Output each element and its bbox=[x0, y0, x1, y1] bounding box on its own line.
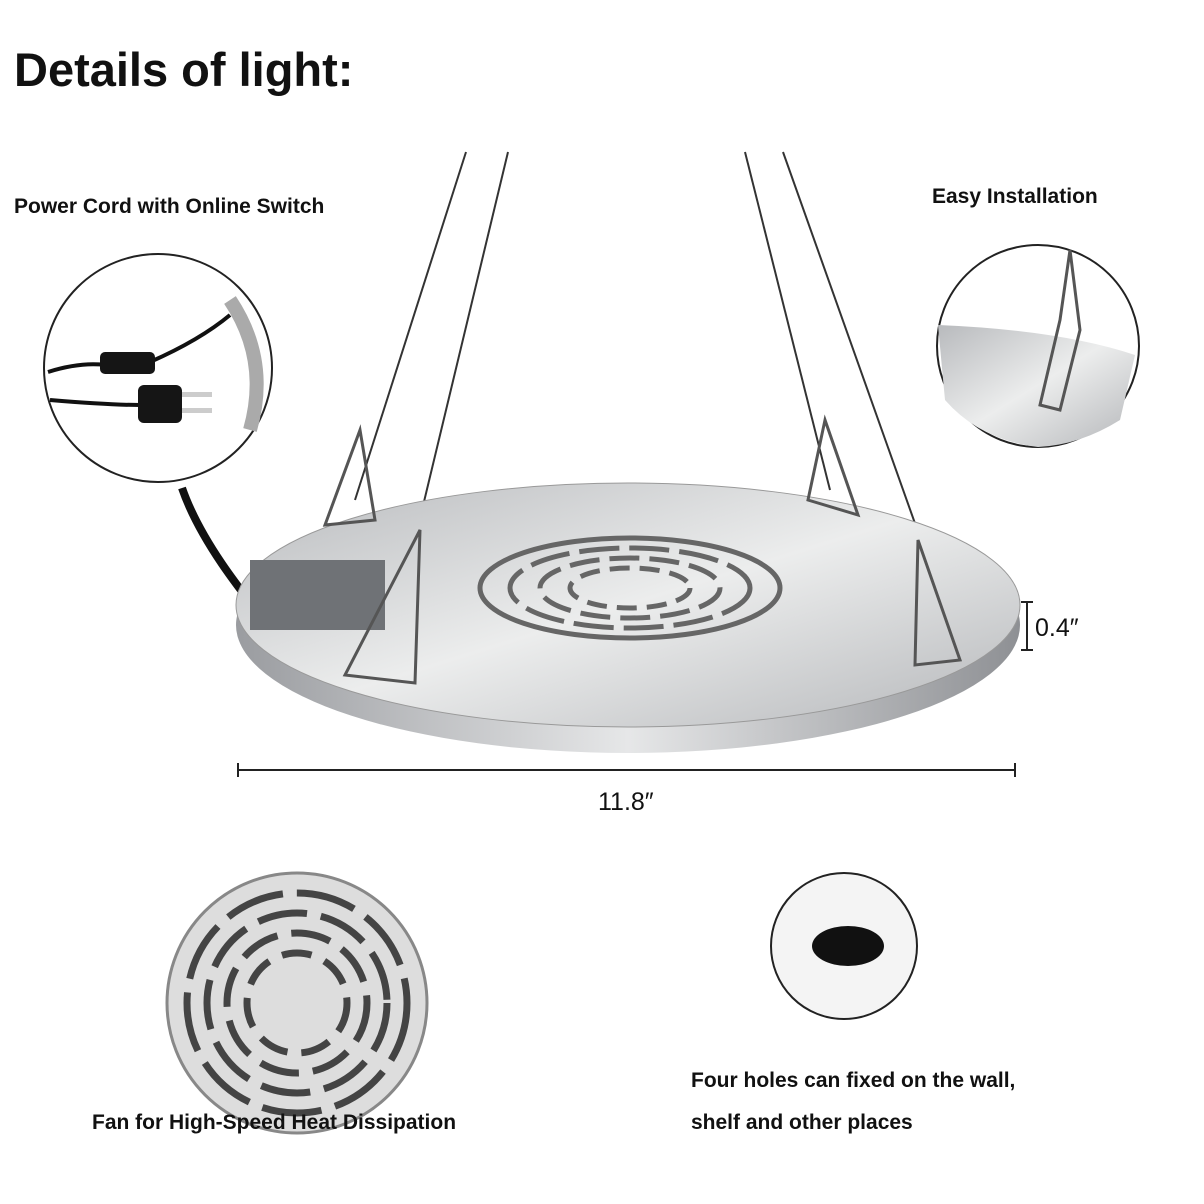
hanging-wires bbox=[354, 151, 929, 561]
holes-label-line1: Four holes can fixed on the wall, bbox=[691, 1069, 1016, 1092]
holes-label-line2: shelf and other places bbox=[691, 1111, 913, 1134]
fan-grille bbox=[477, 535, 783, 641]
width-dimension bbox=[237, 763, 1016, 777]
fan-label: Fan for High-Speed Heat Dissipation bbox=[92, 1111, 457, 1134]
hanger-clips bbox=[322, 414, 963, 685]
easy-installation-label: Easy Installation bbox=[932, 185, 1098, 208]
power-cord-detail bbox=[43, 253, 273, 483]
fan-detail bbox=[165, 871, 429, 1135]
height-dimension bbox=[1021, 601, 1033, 651]
mounting-hole-icon bbox=[812, 926, 884, 966]
width-label: 11.8″ bbox=[598, 788, 654, 816]
height-label: 0.4″ bbox=[1035, 614, 1079, 642]
power-cord-label: Power Cord with Online Switch bbox=[14, 195, 325, 218]
installation-detail bbox=[936, 244, 1140, 448]
spec-label bbox=[250, 560, 385, 630]
light-panel bbox=[235, 414, 1021, 753]
plug-icon bbox=[138, 385, 182, 423]
page-title: Details of light: bbox=[14, 43, 354, 96]
hole-detail bbox=[770, 872, 918, 1020]
switch-icon bbox=[100, 352, 155, 374]
